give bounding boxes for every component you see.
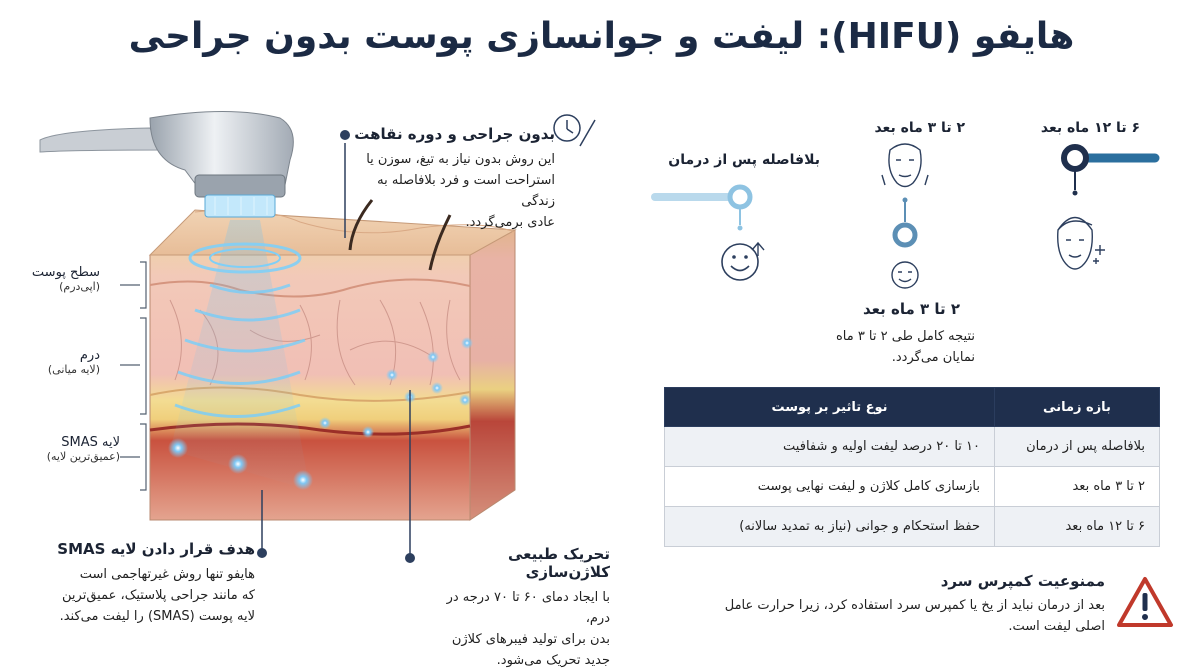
table-cell-period: ۶ تا ۱۲ ماه بعد <box>994 506 1160 547</box>
warning-line: اصلی لیفت است. <box>1008 619 1105 634</box>
content-face-icon <box>891 261 919 289</box>
timeline-note-line: نمایان می‌گردد. <box>891 350 975 365</box>
callout-no-surgery-line: این روش بدون نیاز به تیغ، سوزن یا <box>366 152 555 167</box>
warning-icon <box>1117 577 1173 627</box>
callout-smas-line: لایه پوست (SMAS) را لیفت می‌کند. <box>59 609 255 624</box>
skin-surface-label: سطح پوست (اپی‌درم) <box>10 265 100 293</box>
callout-collagen-line: بدن برای تولید فیبرهای کلاژن <box>451 632 610 647</box>
table-header-period: بازه زمانی <box>994 387 1160 427</box>
table-cell-effect: ۱۰ تا ۲۰ درصد لیفت اولیه و شفافیت <box>664 426 995 467</box>
table-cell-period: ۲ تا ۳ ماه بعد <box>994 466 1160 507</box>
callout-no-surgery-title: بدون جراحی و دوره نقاهت <box>354 125 555 143</box>
skin-cross-section-illustration <box>39 111 596 563</box>
skin-surface-title: سطح پوست <box>31 265 100 280</box>
callout-smas-line: هایفو تنها روش غیرتهاجمی است <box>79 567 255 582</box>
table-cell-effect: حفظ استحکام و جوانی (نیاز به تمدید سالان… <box>664 506 995 547</box>
callout-smas-title: هدف قرار دادن لایه SMAS <box>57 540 255 558</box>
table-cell-effect: بازسازی کامل کلاژن و لیفت نهایی پوست <box>664 466 995 507</box>
dermis-label: درم (لایه میانی) <box>10 348 100 376</box>
table-row: ۶ تا ۱۲ ماه بعد حفظ استحکام و جوانی (نیا… <box>664 506 1160 547</box>
callout-collagen-line: جدید تحریک می‌شود. <box>496 653 610 668</box>
warning-title: ممنوعیت کمپرس سرد <box>940 572 1105 590</box>
page-title: هایفو (HIFU): لیفت و جوانسازی پوست بدون … <box>128 16 1075 57</box>
dermis-sub: (لایه میانی) <box>47 363 100 376</box>
smas-title: لایه SMAS <box>61 435 120 450</box>
timeline-immediate-label: بلافاصله پس از درمان <box>668 152 820 168</box>
smile-icon <box>721 243 759 281</box>
callout-no-surgery-line: استراحت است و فرد بلافاصله به زندگی <box>377 173 555 209</box>
callout-collagen-title: تحریک طبیعی کلاژن‌سازی <box>507 545 610 581</box>
smas-sub: (عمیق‌ترین لایه) <box>46 450 120 463</box>
dermis-title: درم <box>79 348 100 363</box>
callout-no-surgery-line: عادی برمی‌گردد. <box>465 215 555 230</box>
timeline-two-three-top-label: ۲ تا ۳ ماه بعد <box>874 120 965 136</box>
table-cell-period: بلافاصله پس از درمان <box>994 426 1160 467</box>
table-row: ۲ تا ۳ ماه بعد بازسازی کامل کلاژن و لیفت… <box>664 466 1160 507</box>
callout-smas-line: که مانند جراحی پلاستیک، عمیق‌ترین <box>62 588 255 603</box>
timeline-note-line: نتیجه کامل طی ۲ تا ۳ ماه <box>835 329 975 344</box>
timeline-six-twelve-label: ۶ تا ۱۲ ماه بعد <box>1040 120 1140 136</box>
skin-surface-sub: (اپی‌درم) <box>59 280 100 293</box>
results-table: بازه زمانی نوع تاثیر بر پوست بلافاصله پس… <box>664 387 1160 547</box>
warning-line: بعد از درمان نباید از یخ یا کمپرس سرد اس… <box>724 598 1105 613</box>
youthful-face-icon <box>1057 216 1105 270</box>
timeline-note: نتیجه کامل طی ۲ تا ۳ ماه نمایان می‌گردد. <box>800 326 975 368</box>
face-icon <box>881 143 929 188</box>
warning-box: ممنوعیت کمپرس سرد بعد از درمان نباید از … <box>680 572 1105 637</box>
table-header-row: بازه زمانی نوع تاثیر بر پوست <box>664 387 1160 427</box>
results-timeline <box>651 143 1160 289</box>
table-row: بلافاصله پس از درمان ۱۰ تا ۲۰ درصد لیفت … <box>664 426 1160 467</box>
smas-label: لایه SMAS (عمیق‌ترین لایه) <box>10 435 120 463</box>
callout-no-surgery: بدون جراحی و دوره نقاهت این روش بدون نیا… <box>350 125 555 233</box>
timeline-two-three-bottom-label: ۲ تا ۳ ماه بعد <box>862 300 960 318</box>
callout-smas-target: هدف قرار دادن لایه SMAS هایفو تنها روش غ… <box>30 540 255 627</box>
callout-collagen: تحریک طبیعی کلاژن‌سازی با ایجاد دمای ۶۰ … <box>420 545 610 671</box>
table-header-effect: نوع تاثیر بر پوست <box>664 387 995 427</box>
callout-collagen-line: با ایجاد دمای ۶۰ تا ۷۰ درجه در درم، <box>446 590 610 626</box>
